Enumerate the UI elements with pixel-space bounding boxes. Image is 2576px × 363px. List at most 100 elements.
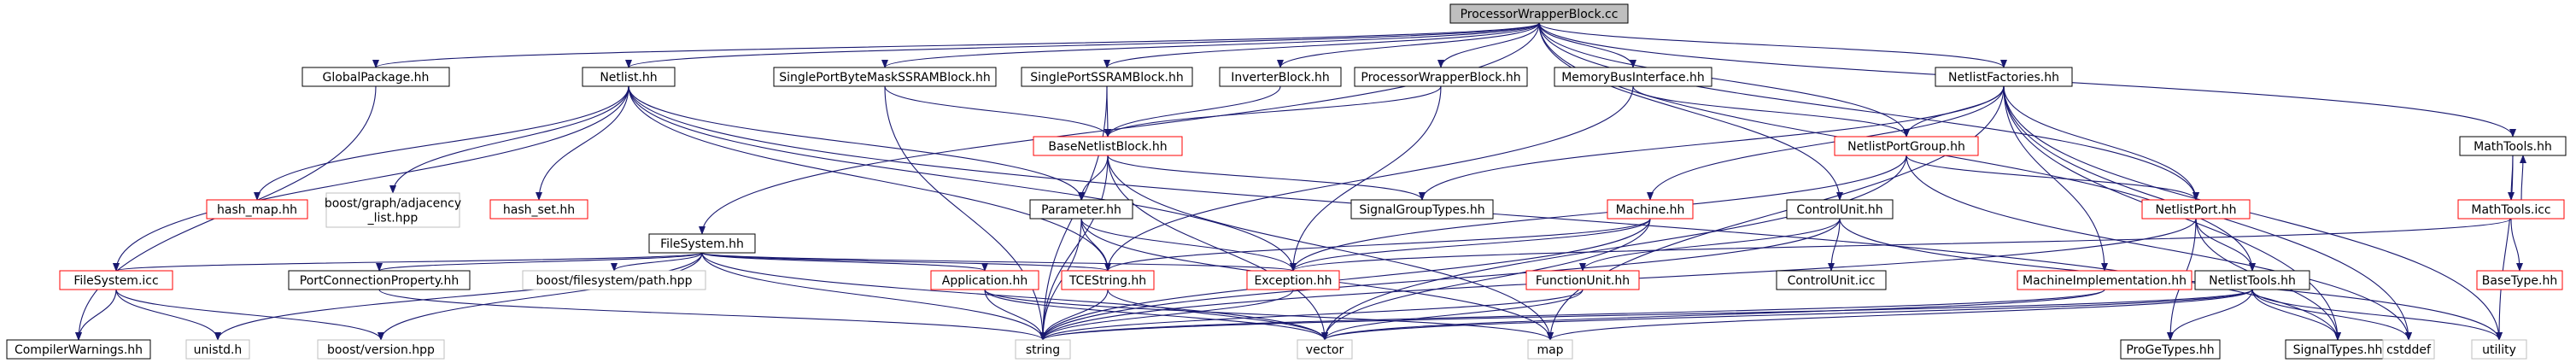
node-box bbox=[1786, 199, 1894, 220]
node-label: ProcessorWrapperBlock.cc bbox=[1461, 8, 1619, 21]
node-inv[interactable]: InverterBlock.hh bbox=[1219, 67, 1342, 87]
dependency-edge bbox=[372, 22, 1540, 68]
node-box bbox=[1834, 136, 1979, 156]
dependency-edge bbox=[389, 85, 629, 194]
dependency-edge bbox=[113, 85, 629, 272]
node-box bbox=[1554, 67, 1712, 87]
dependency-edge bbox=[1547, 289, 2253, 341]
node-box bbox=[522, 270, 706, 290]
node-cui[interactable]: ControlUnit.icc bbox=[1776, 270, 1887, 290]
node-box bbox=[2382, 339, 2435, 360]
node-fu[interactable]: FunctionUnit.hh bbox=[1525, 270, 1640, 290]
node-sgt[interactable]: SignalGroupTypes.hh bbox=[1350, 199, 1494, 220]
node-box bbox=[489, 199, 588, 220]
node-box bbox=[2457, 199, 2565, 220]
node-bt[interactable]: BaseType.hh bbox=[2476, 270, 2563, 290]
node-nt[interactable]: NetlistTools.hh bbox=[2194, 270, 2310, 290]
dependency-edge bbox=[1039, 218, 1651, 341]
node-hs[interactable]: hash_set.hh bbox=[489, 199, 588, 220]
node-exc[interactable]: Exception.hh bbox=[1246, 270, 1340, 290]
node-mti[interactable]: MathTools.icc bbox=[2457, 199, 2565, 220]
node-mi[interactable]: MachineImplementation.hh bbox=[2017, 270, 2193, 290]
node-box bbox=[1297, 339, 1353, 360]
dependency-edge bbox=[1547, 85, 2005, 341]
node-label: NetlistFactories.hh bbox=[1948, 71, 2059, 85]
node-mt[interactable]: MathTools.hh bbox=[2459, 136, 2567, 156]
node-label: ProcessorWrapperBlock.hh bbox=[1361, 71, 1520, 85]
node-nl[interactable]: Netlist.hh bbox=[582, 67, 676, 87]
node-pcp[interactable]: PortConnectionProperty.hh bbox=[288, 270, 471, 290]
node-box bbox=[2476, 270, 2563, 290]
dependency-edge bbox=[2003, 85, 2503, 341]
dependency-edge bbox=[1104, 85, 1281, 138]
dependency-edge bbox=[984, 289, 1554, 341]
dependency-edge bbox=[1039, 218, 1841, 341]
node-par[interactable]: Parameter.hh bbox=[1029, 199, 1133, 220]
node-box bbox=[582, 67, 676, 87]
node-cu[interactable]: ControlUnit.hh bbox=[1786, 199, 1894, 220]
node-spbm[interactable]: SinglePortByteMaskSSRAMBlock.hh bbox=[773, 67, 997, 87]
node-pgt[interactable]: ProGeTypes.hh bbox=[2120, 339, 2221, 360]
node-map: map bbox=[1527, 339, 1573, 360]
node-bnb[interactable]: BaseNetlistBlock.hh bbox=[1033, 136, 1183, 156]
node-box bbox=[2141, 199, 2251, 220]
node-app[interactable]: Application.hh bbox=[930, 270, 1039, 290]
dependency-edge bbox=[1078, 155, 1109, 201]
node-box bbox=[288, 270, 471, 290]
dependency-edge bbox=[628, 85, 1297, 272]
dependency-edge bbox=[1321, 155, 1907, 341]
dependency-edge bbox=[2510, 218, 2523, 272]
node-box bbox=[1033, 136, 1183, 156]
node-tce[interactable]: TCEString.hh bbox=[1061, 270, 1155, 290]
node-mach[interactable]: Machine.hh bbox=[1607, 199, 1694, 220]
node-label: BaseType.hh bbox=[2482, 274, 2557, 288]
node-cw[interactable]: CompilerWarnings.hh bbox=[6, 339, 151, 360]
dependency-edge bbox=[1906, 155, 2412, 341]
node-label: boost/filesystem/path.hpp bbox=[536, 274, 692, 288]
node-label: MathTools.icc bbox=[2471, 203, 2550, 217]
node-label: cstddef bbox=[2386, 343, 2432, 357]
node-label: MachineImplementation.hh bbox=[2023, 274, 2187, 288]
node-st[interactable]: SignalTypes.hh bbox=[2285, 339, 2391, 360]
dependency-edge bbox=[1647, 85, 2005, 201]
node-label: MemoryBusInterface.hh bbox=[1561, 71, 1705, 85]
node-label: InverterBlock.hh bbox=[1231, 71, 1330, 85]
node-spss[interactable]: SinglePortSSRAMBlock.hh bbox=[1021, 67, 1193, 87]
dependency-edge bbox=[536, 85, 629, 201]
node-label: Parameter.hh bbox=[1041, 203, 1121, 217]
node-label: _list.hpp bbox=[367, 212, 419, 225]
node-box bbox=[1354, 67, 1528, 87]
node-nf[interactable]: NetlistFactories.hh bbox=[1935, 67, 2073, 87]
node-pwb[interactable]: ProcessorWrapperBlock.hh bbox=[1354, 67, 1528, 87]
node-fsi[interactable]: FileSystem.icc bbox=[59, 270, 173, 290]
dependency-edge bbox=[378, 252, 703, 341]
node-box bbox=[2120, 339, 2221, 360]
node-npg[interactable]: NetlistPortGroup.hh bbox=[1834, 136, 1979, 156]
node-box bbox=[1935, 67, 2073, 87]
node-gp[interactable]: GlobalPackage.hh bbox=[302, 67, 450, 87]
node-label: PortConnectionProperty.hh bbox=[300, 274, 459, 288]
node-box bbox=[648, 233, 756, 254]
dependency-edge bbox=[2003, 85, 2199, 201]
node-label: NetlistTools.hh bbox=[2209, 274, 2296, 288]
node-hm[interactable]: hash_map.hh bbox=[206, 199, 308, 220]
node-mbi[interactable]: MemoryBusInterface.hh bbox=[1554, 67, 1712, 87]
node-label: Exception.hh bbox=[1254, 274, 1332, 288]
node-label: Netlist.hh bbox=[600, 71, 657, 85]
node-label: NetlistPortGroup.hh bbox=[1847, 140, 1965, 154]
dependency-edge bbox=[628, 85, 1111, 272]
node-label: boost/version.hpp bbox=[327, 343, 435, 357]
node-root[interactable]: ProcessorWrapperBlock.cc bbox=[1449, 3, 1629, 24]
node-label: utility bbox=[2482, 343, 2516, 357]
node-label: SignalTypes.hh bbox=[2293, 343, 2383, 357]
dependency-edge bbox=[1538, 22, 2199, 201]
node-label: GlobalPackage.hh bbox=[323, 71, 430, 85]
dependency-edge bbox=[1039, 155, 1109, 341]
dependency-edge bbox=[2496, 155, 2514, 341]
node-fs[interactable]: FileSystem.hh bbox=[648, 233, 756, 254]
dependency-edge bbox=[1039, 289, 2105, 341]
node-box bbox=[317, 339, 445, 360]
node-np[interactable]: NetlistPort.hh bbox=[2141, 199, 2251, 220]
node-box bbox=[1776, 270, 1887, 290]
